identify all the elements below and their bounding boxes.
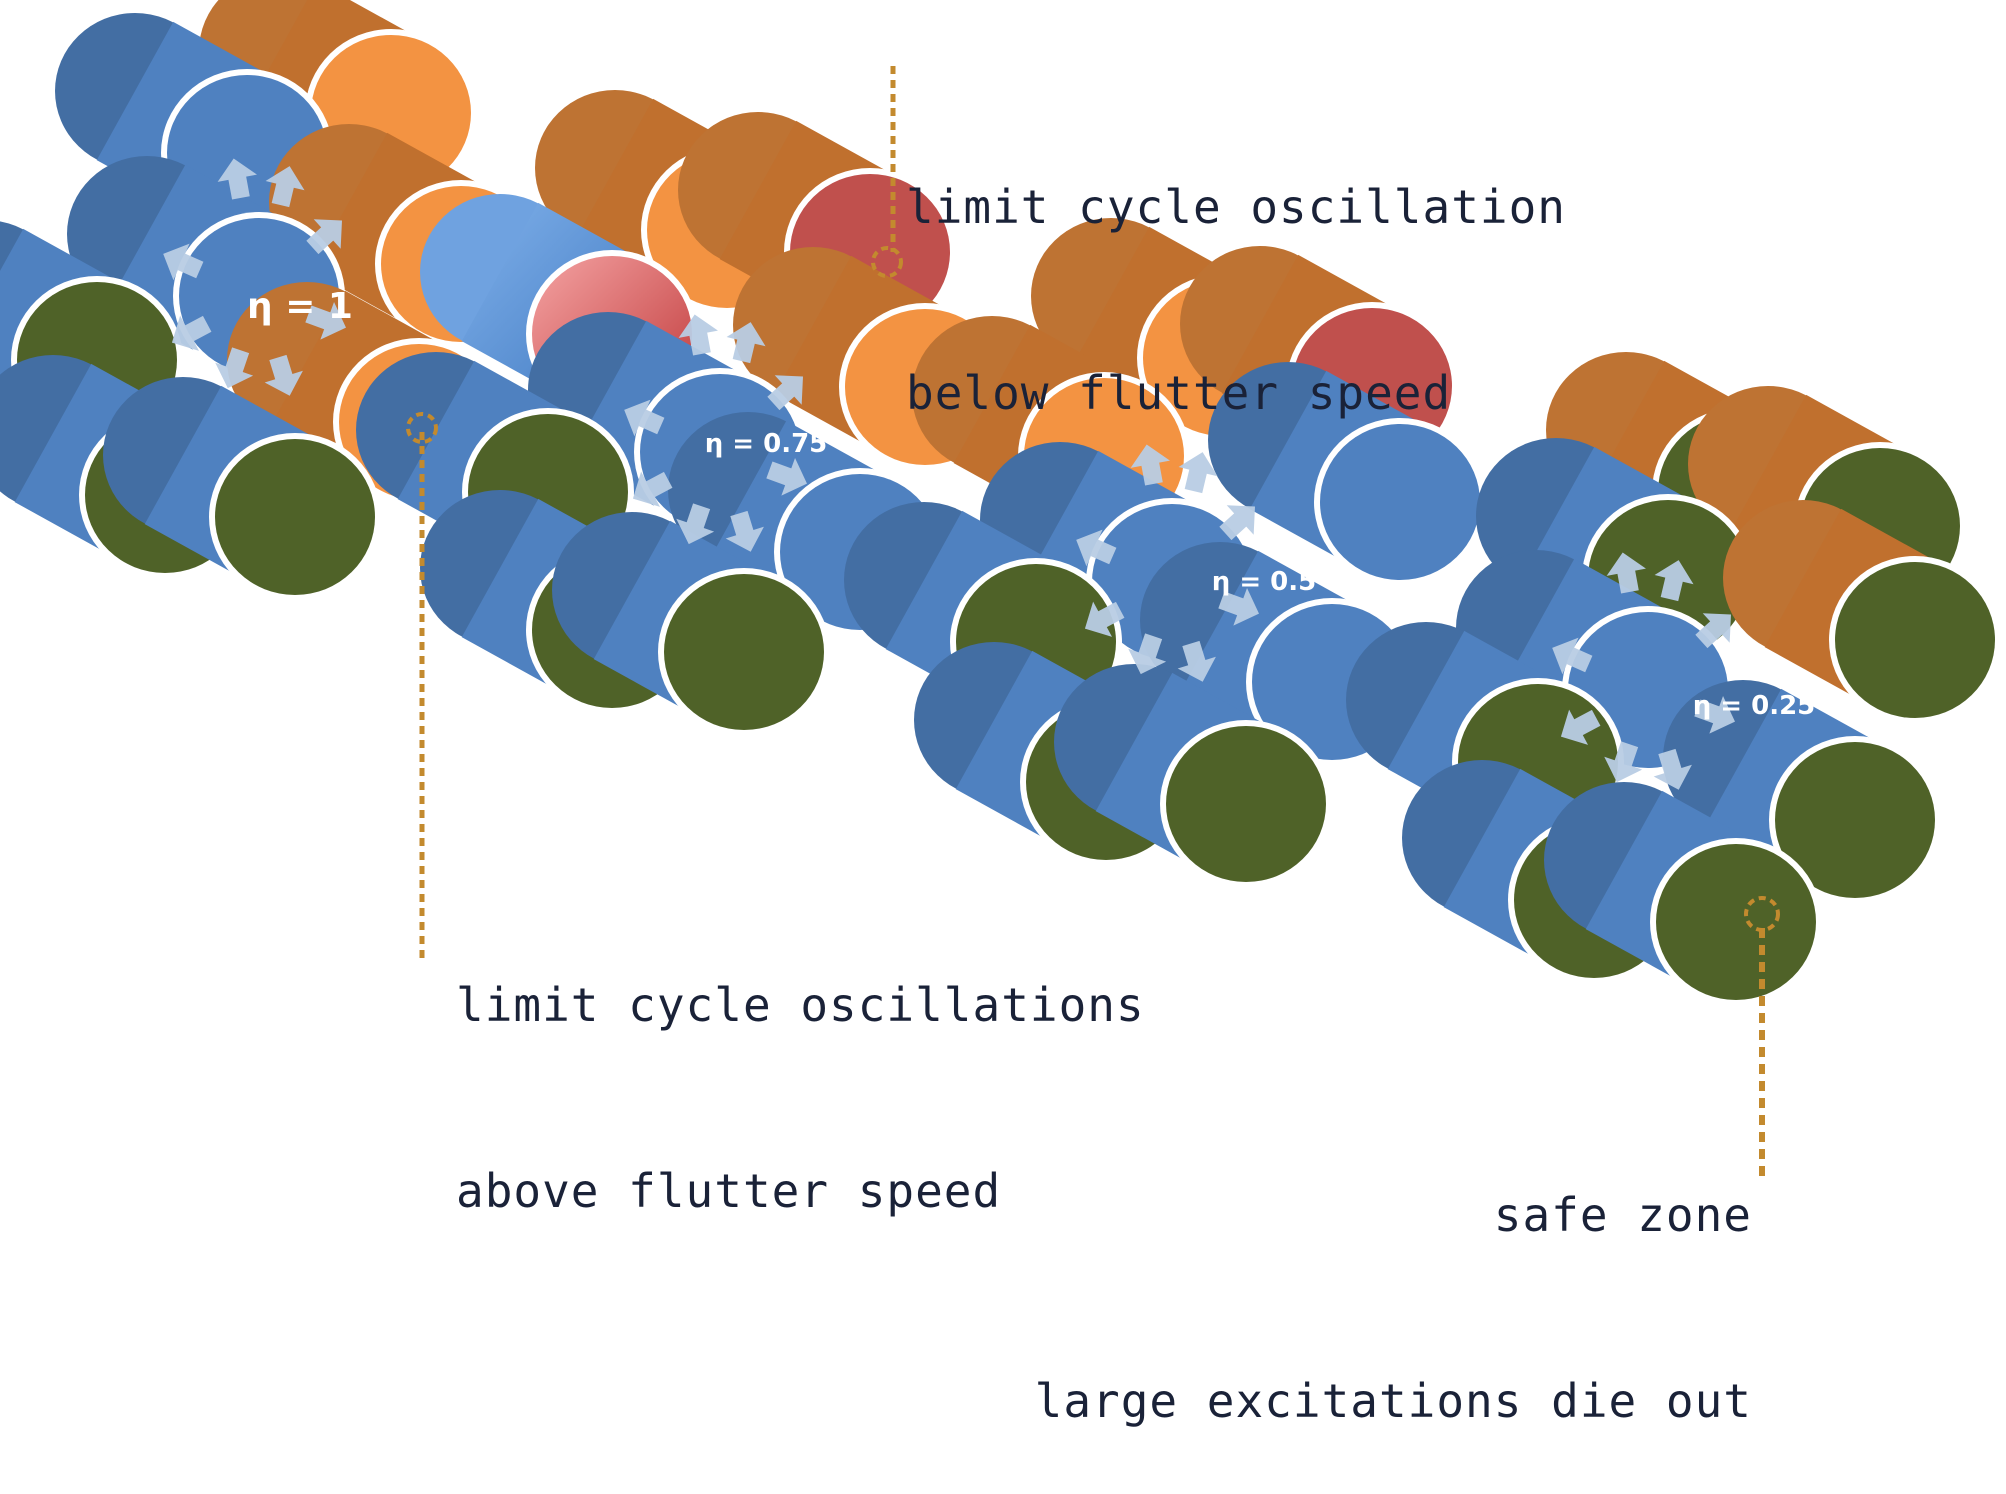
arrow-c2-3 <box>767 375 803 411</box>
annotation-safe-zone: safe zone large excitations die out <box>1035 1060 1752 1494</box>
arrow-c1-3 <box>306 219 342 255</box>
arrow-c3-1 <box>1130 444 1170 486</box>
arrow-c4-4 <box>1552 637 1593 675</box>
arrow-c3-7 <box>1128 633 1167 675</box>
arrow-c2-7 <box>676 503 715 545</box>
cyl-face <box>1775 742 1935 898</box>
arrow-c2-2 <box>726 322 766 364</box>
arrow-c1-1 <box>217 158 257 200</box>
cyl-face <box>664 574 824 730</box>
arrow-c3-8 <box>1177 640 1216 682</box>
cyl-c3-bottom-mid <box>1054 664 1332 888</box>
arrow-c4-8 <box>1653 748 1692 790</box>
arrow-c3-3 <box>1219 505 1255 541</box>
arrow-c2-5 <box>632 471 673 507</box>
cyl-face <box>215 439 375 595</box>
arrow-c4-3 <box>1695 613 1731 649</box>
arrow-c4-1 <box>1606 552 1646 594</box>
cyl-face <box>1656 844 1816 1000</box>
arrow-c4-2 <box>1654 560 1694 602</box>
eta-label-4: η = 0.25 <box>1693 691 1816 721</box>
arrow-c3-2 <box>1178 452 1218 494</box>
annotation-lco-above-line1: limit cycle oscillations <box>456 978 1145 1032</box>
eta-label-1: η = 1 <box>247 286 353 327</box>
cyl-face <box>1320 424 1480 580</box>
eta-label-layer: η = 1 η = 0.75 η = 0.5 η = 0.25 <box>247 286 1815 721</box>
arrow-c3-5 <box>1084 601 1125 637</box>
annotation-lco-below-line1: limit cycle oscillation <box>906 180 1566 234</box>
arrow-layer <box>163 158 1735 790</box>
annotation-safe-zone-line2: large excitations die out <box>1034 1374 1752 1428</box>
cyl-c1-bottom-mid <box>103 377 381 601</box>
cyl-c4-bottom-right <box>1663 680 1941 904</box>
eta-label-2: η = 0.75 <box>705 429 828 459</box>
arrow-c3-6 <box>1218 588 1259 626</box>
arrow-c2-8 <box>725 510 764 552</box>
arrow-c1-7 <box>215 347 254 389</box>
arrow-c1-8 <box>264 354 303 396</box>
arrow-c1-2 <box>265 166 305 208</box>
cyl-c3-right <box>1208 362 1486 586</box>
marker-lco-below <box>871 246 903 278</box>
arrow-c3-4 <box>1076 529 1117 567</box>
cyl-c2-bottom-mid <box>552 512 830 736</box>
arrow-c4-7 <box>1604 741 1643 783</box>
cyl-c4-bottom-mid <box>1544 782 1822 1006</box>
annotation-safe-zone-line1: safe zone <box>1493 1188 1752 1242</box>
marker-lco-above <box>406 412 438 444</box>
annotation-lco-below: limit cycle oscillation below flutter sp… <box>906 52 1566 486</box>
annotation-lco-below-line2: below flutter speed <box>906 366 1452 420</box>
arrow-c2-4 <box>624 399 665 437</box>
cylinder-grid <box>0 0 2001 1006</box>
cyl-face <box>1835 562 1995 718</box>
cyl-face <box>1166 726 1326 882</box>
arrow-c1-6 <box>305 302 346 340</box>
phase-diagram: η = 1 η = 0.75 η = 0.5 η = 0.25 <box>0 0 2001 1176</box>
leader-line-layer <box>406 66 1780 1176</box>
arrow-c4-6 <box>1694 696 1735 734</box>
eta-label-3: η = 0.5 <box>1212 567 1316 597</box>
cyl-c4-right <box>1723 500 2001 724</box>
arrow-c2-1 <box>678 314 718 356</box>
marker-safe-zone <box>1744 896 1780 932</box>
arrow-c1-5 <box>171 315 212 351</box>
arrow-c1-4 <box>163 243 204 281</box>
arrow-c2-6 <box>766 458 807 496</box>
arrow-c4-5 <box>1560 709 1601 745</box>
